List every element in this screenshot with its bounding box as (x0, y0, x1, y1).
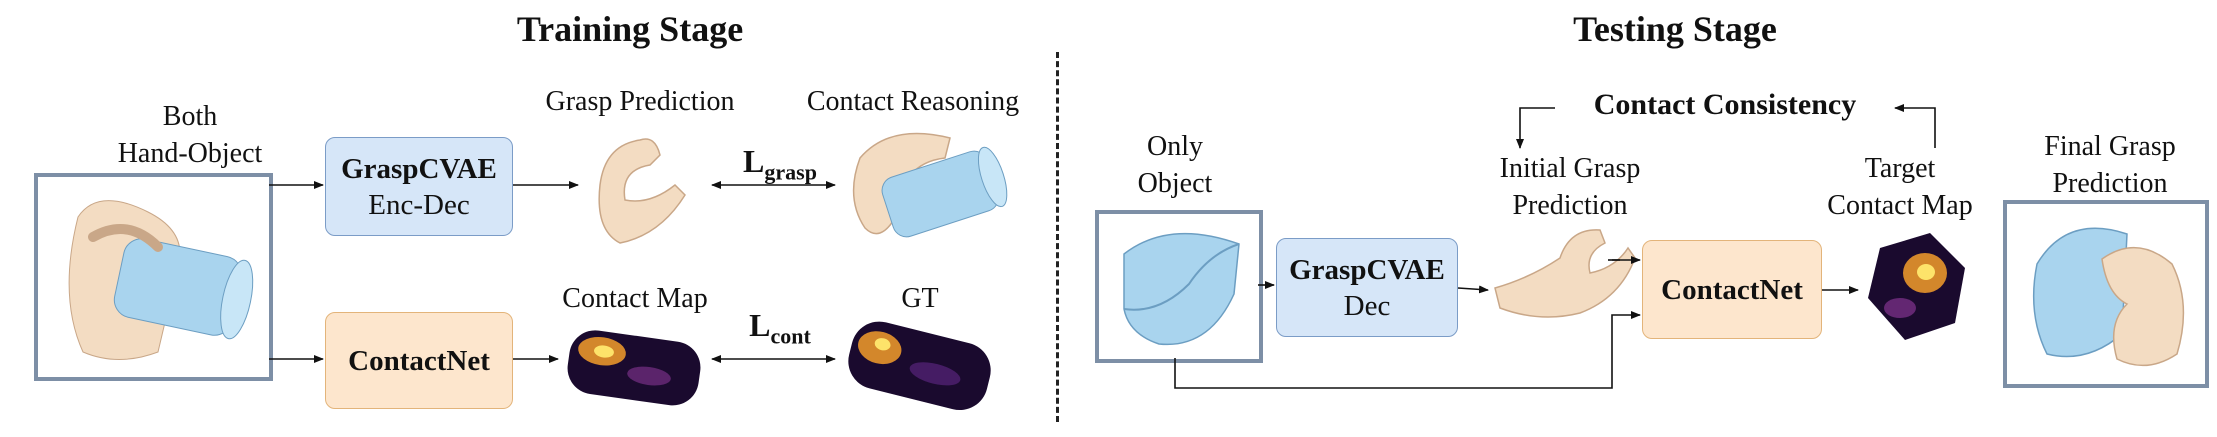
target-contact-map-label: Target Contact Map (1827, 153, 1973, 221)
training-stage-title: Training Stage (516, 9, 744, 49)
contact-reasoning-label: Contact Reasoning (806, 86, 1020, 117)
arrow-dec-to-initial (1457, 285, 1489, 294)
object-input-frame (1095, 210, 1263, 363)
contactnet-box-training: ContactNet (325, 312, 513, 409)
gt-contact-map-heatmap (848, 321, 991, 411)
enc-dec-label: Enc-Dec (368, 188, 470, 221)
gt-label: GT (901, 283, 939, 314)
contactnet-box-testing: ContactNet (1642, 240, 1822, 339)
contact-consistency-label: Contact Consistency (1593, 88, 1857, 121)
hand-object-input-frame (34, 173, 273, 381)
contactnet-testing-label: ContactNet (1661, 273, 1803, 306)
graspcvae-dec-box: GraspCVAE Dec (1276, 238, 1458, 337)
final-grasp-image (2032, 227, 2185, 367)
stage-divider (1056, 52, 1059, 422)
graspcvae-enc-dec-box: GraspCVAE Enc-Dec (325, 137, 513, 236)
contact-map-heatmap (567, 330, 701, 406)
graspcvae-dec-label: GraspCVAE (1289, 253, 1445, 286)
loss-grasp-label: Lgrasp (743, 143, 817, 185)
graspcvae-label: GraspCVAE (341, 152, 497, 185)
testing-stage-title: Testing Stage (1573, 9, 1777, 49)
contact-reasoning-image (852, 132, 1008, 238)
initial-grasp-prediction-label: Initial Grasp Prediction (1499, 153, 1641, 221)
grasp-prediction-label: Grasp Prediction (545, 86, 735, 117)
dec-label: Dec (1343, 289, 1391, 322)
target-contact-map-heatmap (1868, 233, 1965, 340)
arrow-object-skip-to-contactnet (1174, 311, 1641, 389)
arrow-consistency-to-initial (1516, 107, 1555, 149)
initial-grasp-hand-image (1494, 229, 1636, 318)
object-image (1123, 232, 1240, 346)
input-label-both-hand-object: Both Hand-Object (117, 101, 263, 169)
loss-cont-label: Lcont (749, 307, 811, 349)
contactnet-label: ContactNet (348, 344, 490, 377)
contact-map-label: Contact Map (562, 283, 708, 314)
final-grasp-frame (2003, 200, 2209, 388)
hand-object-image (68, 200, 254, 360)
input-label-only-object: Only Object (1137, 131, 1213, 199)
grasp-prediction-hand-image (598, 138, 686, 244)
arrow-target-to-consistency (1894, 104, 1936, 148)
final-grasp-prediction-label: Final Grasp Prediction (2044, 131, 2176, 199)
